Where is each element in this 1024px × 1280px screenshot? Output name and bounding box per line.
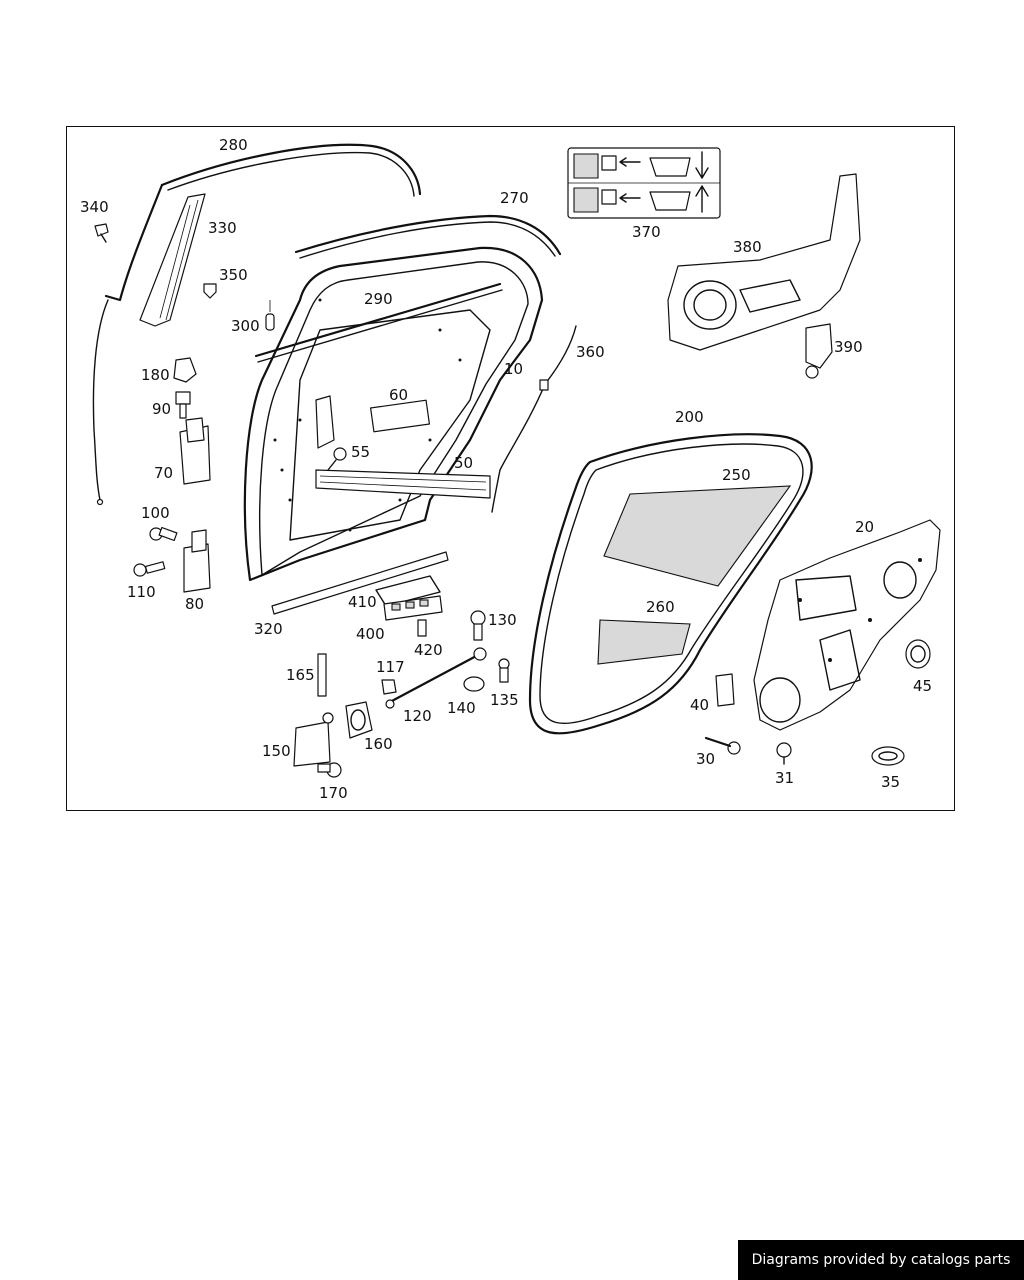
part-380-door-trim-panel xyxy=(667,173,861,351)
part-20-regulator-carrier xyxy=(753,519,941,731)
label-10: 10 xyxy=(504,360,523,378)
part-360-rod xyxy=(491,325,577,513)
label-70: 70 xyxy=(154,464,173,482)
label-280: 280 xyxy=(219,136,248,154)
part-120-check-strap xyxy=(385,647,487,709)
part-117-clip xyxy=(381,679,397,695)
label-135: 135 xyxy=(490,691,519,709)
part-330-window-channel xyxy=(139,193,206,327)
part-100-bolt xyxy=(149,526,178,542)
label-40: 40 xyxy=(690,696,709,714)
part-10-door-shell xyxy=(243,246,544,582)
part-60-panel-opening xyxy=(370,399,430,433)
part-400-switch-block xyxy=(383,595,443,621)
part-350-clip xyxy=(203,283,217,299)
label-165: 165 xyxy=(286,666,315,684)
label-270: 270 xyxy=(500,189,529,207)
part-110-screw xyxy=(133,561,166,577)
part-290-beltline-strip xyxy=(254,282,503,363)
diagram-credit-banner: Diagrams provided by catalogs parts xyxy=(738,1240,1024,1280)
part-40-bracket xyxy=(715,673,735,707)
label-90: 90 xyxy=(152,400,171,418)
part-31-nut xyxy=(776,742,792,765)
label-20: 20 xyxy=(855,518,874,536)
part-320-sill-strip xyxy=(271,551,449,615)
part-180-nut xyxy=(173,357,197,383)
label-60: 60 xyxy=(389,386,408,404)
part-140-grommet xyxy=(463,676,485,692)
part-260-fixed-glass xyxy=(597,619,691,665)
label-250: 250 xyxy=(722,466,751,484)
label-160: 160 xyxy=(364,735,393,753)
label-260: 260 xyxy=(646,598,675,616)
part-55-bolt xyxy=(327,447,347,471)
label-330: 330 xyxy=(208,219,237,237)
part-30-bolt xyxy=(704,736,741,755)
parts-diagram-frame xyxy=(66,126,955,811)
label-290: 290 xyxy=(364,290,393,308)
label-30: 30 xyxy=(696,750,715,768)
part-370-warning-label xyxy=(567,147,721,219)
part-270-roof-seal xyxy=(294,214,562,259)
label-45: 45 xyxy=(913,677,932,695)
part-420-screw xyxy=(417,619,427,637)
label-170: 170 xyxy=(319,784,348,802)
part-130-bolt xyxy=(470,610,486,641)
label-340: 340 xyxy=(80,198,109,216)
label-35: 35 xyxy=(881,773,900,791)
part-70-hinge xyxy=(179,417,211,485)
part-50-impact-beam xyxy=(315,469,491,499)
part-35-seal-ring xyxy=(871,746,905,766)
part-80-hinge xyxy=(183,529,211,593)
part-410-frame xyxy=(375,575,441,607)
part-150-bracket xyxy=(293,712,334,767)
part-170-bolt xyxy=(317,762,342,778)
label-360: 360 xyxy=(576,343,605,361)
label-400: 400 xyxy=(356,625,385,643)
label-100: 100 xyxy=(141,504,170,522)
part-280-window-frame-trim xyxy=(104,143,422,302)
part-165-strip xyxy=(317,653,327,697)
label-200: 200 xyxy=(675,408,704,426)
label-350: 350 xyxy=(219,266,248,284)
label-31: 31 xyxy=(775,769,794,787)
label-50: 50 xyxy=(454,454,473,472)
label-370: 370 xyxy=(632,223,661,241)
part-135-pin xyxy=(498,658,510,683)
part-300-plug xyxy=(265,300,275,331)
label-110: 110 xyxy=(127,583,156,601)
label-320: 320 xyxy=(254,620,283,638)
label-150: 150 xyxy=(262,742,291,760)
part-200-door-seal xyxy=(528,433,813,735)
part-250-window-glass xyxy=(603,485,792,587)
label-380: 380 xyxy=(733,238,762,256)
label-80: 80 xyxy=(185,595,204,613)
label-410: 410 xyxy=(348,593,377,611)
label-120: 120 xyxy=(403,707,432,725)
label-300: 300 xyxy=(231,317,260,335)
label-55: 55 xyxy=(351,443,370,461)
part-90-bolt xyxy=(175,391,191,419)
label-420: 420 xyxy=(414,641,443,659)
part-45-grommet xyxy=(905,639,931,669)
label-130: 130 xyxy=(488,611,517,629)
label-117: 117 xyxy=(376,658,405,676)
part-160-housing xyxy=(345,701,373,739)
label-390: 390 xyxy=(834,338,863,356)
part-340-screw-and-wire xyxy=(92,223,109,506)
label-180: 180 xyxy=(141,366,170,384)
part-390-bracket xyxy=(805,323,833,379)
label-140: 140 xyxy=(447,699,476,717)
